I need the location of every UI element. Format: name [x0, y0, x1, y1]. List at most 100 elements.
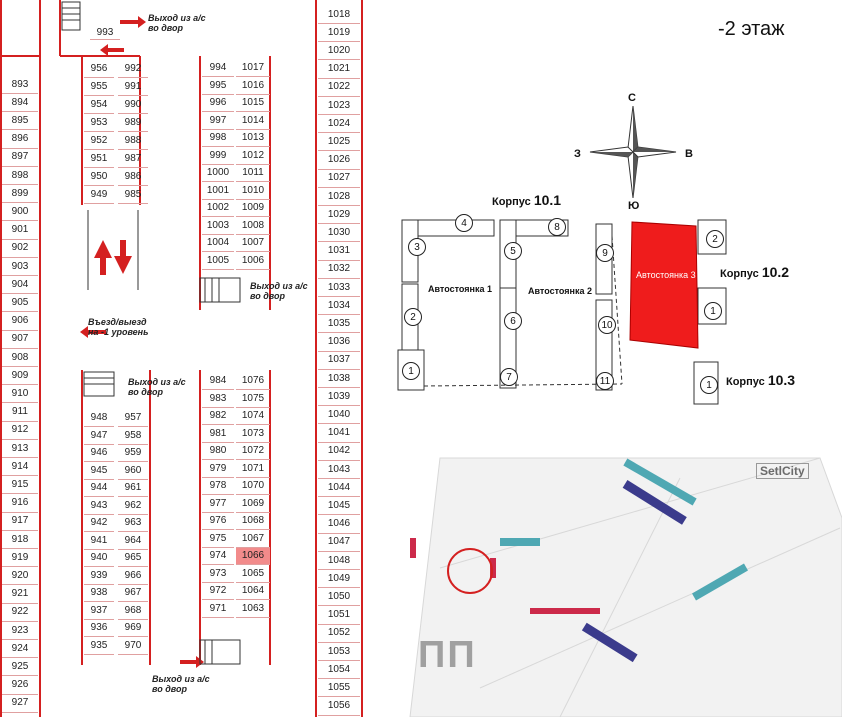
- parking-slot[interactable]: 1042: [318, 443, 360, 461]
- parking-slot[interactable]: 1033: [318, 279, 360, 297]
- parking-slot[interactable]: 1018: [318, 6, 360, 24]
- parking-slot[interactable]: 1010: [236, 183, 270, 200]
- parking-slot[interactable]: 935: [84, 638, 114, 655]
- parking-slot[interactable]: 1005: [202, 253, 234, 270]
- parking-slot[interactable]: 976: [202, 513, 234, 530]
- parking-slot[interactable]: 918: [2, 531, 38, 549]
- parking-slot[interactable]: 898: [2, 167, 38, 185]
- parking-slot[interactable]: 975: [202, 531, 234, 548]
- parking-slot[interactable]: 996: [202, 95, 234, 112]
- parking-slot[interactable]: 989: [118, 114, 148, 132]
- parking-slot[interactable]: 914: [2, 458, 38, 477]
- parking-slot[interactable]: 910: [2, 385, 38, 404]
- parking-slot[interactable]: 1071: [236, 461, 270, 478]
- parking-slot[interactable]: 925: [2, 658, 38, 677]
- parking-slot[interactable]: 977: [202, 496, 234, 513]
- parking-slot[interactable]: 1047: [318, 534, 360, 552]
- parking-slot[interactable]: 923: [2, 622, 38, 640]
- parking-slot[interactable]: 992: [118, 60, 148, 78]
- parking-slot[interactable]: 947: [84, 428, 114, 445]
- parking-slot[interactable]: 1068: [236, 513, 270, 530]
- parking-slot[interactable]: 911: [2, 404, 38, 422]
- parking-slot[interactable]: 1066: [236, 548, 270, 565]
- parking-slot[interactable]: 895: [2, 112, 38, 131]
- parking-slot[interactable]: 1046: [318, 516, 360, 534]
- parking-slot[interactable]: 1017: [236, 60, 270, 77]
- parking-slot[interactable]: 1028: [318, 188, 360, 206]
- parking-slot[interactable]: 1021: [318, 61, 360, 79]
- parking-slot[interactable]: 978: [202, 478, 234, 495]
- parking-slot[interactable]: 1023: [318, 97, 360, 115]
- parking-slot[interactable]: 893: [2, 76, 38, 94]
- parking-slot[interactable]: 1036: [318, 334, 360, 352]
- parking-slot[interactable]: 1043: [318, 461, 360, 479]
- parking-slot[interactable]: 1054: [318, 661, 360, 680]
- parking-slot[interactable]: 1065: [236, 566, 270, 583]
- parking-slot[interactable]: 945: [84, 463, 114, 480]
- parking-slot[interactable]: 904: [2, 276, 38, 295]
- parking-slot[interactable]: 1015: [236, 95, 270, 112]
- parking-slot[interactable]: 1055: [318, 679, 360, 698]
- parking-slot[interactable]: 1049: [318, 570, 360, 589]
- parking-slot[interactable]: 1073: [236, 426, 270, 443]
- parking-slot[interactable]: 994: [202, 60, 234, 77]
- parking-slot[interactable]: 983: [202, 391, 234, 408]
- parking-slot[interactable]: 972: [202, 583, 234, 600]
- parking-slot[interactable]: 1019: [318, 24, 360, 43]
- parking-slot[interactable]: 1056: [318, 698, 360, 716]
- parking-slot[interactable]: 963: [118, 515, 148, 532]
- parking-slot[interactable]: 1016: [236, 78, 270, 95]
- parking-slot[interactable]: 1029: [318, 206, 360, 225]
- parking-slot[interactable]: 964: [118, 533, 148, 550]
- parking-slot[interactable]: 896: [2, 131, 38, 149]
- parking-slot[interactable]: 901: [2, 222, 38, 240]
- parking-slot[interactable]: 998: [202, 130, 234, 147]
- parking-slot[interactable]: 908: [2, 349, 38, 367]
- parking-slot[interactable]: 973: [202, 566, 234, 583]
- parking-slot[interactable]: 969: [118, 620, 148, 637]
- parking-slot[interactable]: 1006: [236, 253, 270, 270]
- parking-slot[interactable]: 915: [2, 476, 38, 495]
- parking-slot[interactable]: 956: [84, 60, 114, 78]
- parking-slot[interactable]: 1004: [202, 235, 234, 252]
- parking-slot[interactable]: 944: [84, 480, 114, 497]
- parking-slot[interactable]: 953: [84, 114, 114, 132]
- parking-slot[interactable]: 1002: [202, 200, 234, 217]
- parking-slot[interactable]: 981: [202, 426, 234, 443]
- parking-slot[interactable]: 980: [202, 443, 234, 460]
- parking-slot[interactable]: 1024: [318, 115, 360, 134]
- parking-slot[interactable]: 1050: [318, 588, 360, 607]
- parking-slot[interactable]: 939: [84, 568, 114, 585]
- parking-slot[interactable]: 959: [118, 445, 148, 462]
- parking-slot[interactable]: 1025: [318, 133, 360, 152]
- parking-slot[interactable]: 1070: [236, 478, 270, 495]
- parking-slot[interactable]: 985: [118, 186, 148, 204]
- parking-slot[interactable]: 999: [202, 148, 234, 165]
- parking-slot[interactable]: 941: [84, 533, 114, 550]
- parking-slot[interactable]: 1007: [236, 235, 270, 252]
- parking-slot[interactable]: 1053: [318, 643, 360, 661]
- parking-slot[interactable]: 1022: [318, 79, 360, 97]
- parking-slot[interactable]: 1063: [236, 601, 270, 618]
- parking-slot[interactable]: 967: [118, 585, 148, 602]
- parking-slot[interactable]: 1011: [236, 165, 270, 182]
- parking-slot[interactable]: 1040: [318, 406, 360, 425]
- parking-slot[interactable]: 909: [2, 367, 38, 386]
- parking-slot[interactable]: 1000: [202, 165, 234, 182]
- parking-slot[interactable]: 1026: [318, 152, 360, 170]
- parking-slot[interactable]: 1048: [318, 552, 360, 570]
- parking-slot[interactable]: 1020: [318, 42, 360, 61]
- parking-slot[interactable]: 1044: [318, 479, 360, 498]
- parking-slot[interactable]: 1012: [236, 148, 270, 165]
- parking-slot[interactable]: 1035: [318, 315, 360, 334]
- parking-slot[interactable]: 1052: [318, 625, 360, 643]
- parking-slot[interactable]: 1032: [318, 261, 360, 279]
- parking-slot[interactable]: 916: [2, 495, 38, 513]
- parking-slot[interactable]: 986: [118, 168, 148, 186]
- parking-slot[interactable]: 995: [202, 78, 234, 95]
- parking-slot[interactable]: 1027: [318, 170, 360, 188]
- parking-slot[interactable]: 988: [118, 132, 148, 150]
- parking-slot[interactable]: 920: [2, 567, 38, 586]
- parking-slot[interactable]: 949: [84, 186, 114, 204]
- parking-slot[interactable]: 922: [2, 604, 38, 622]
